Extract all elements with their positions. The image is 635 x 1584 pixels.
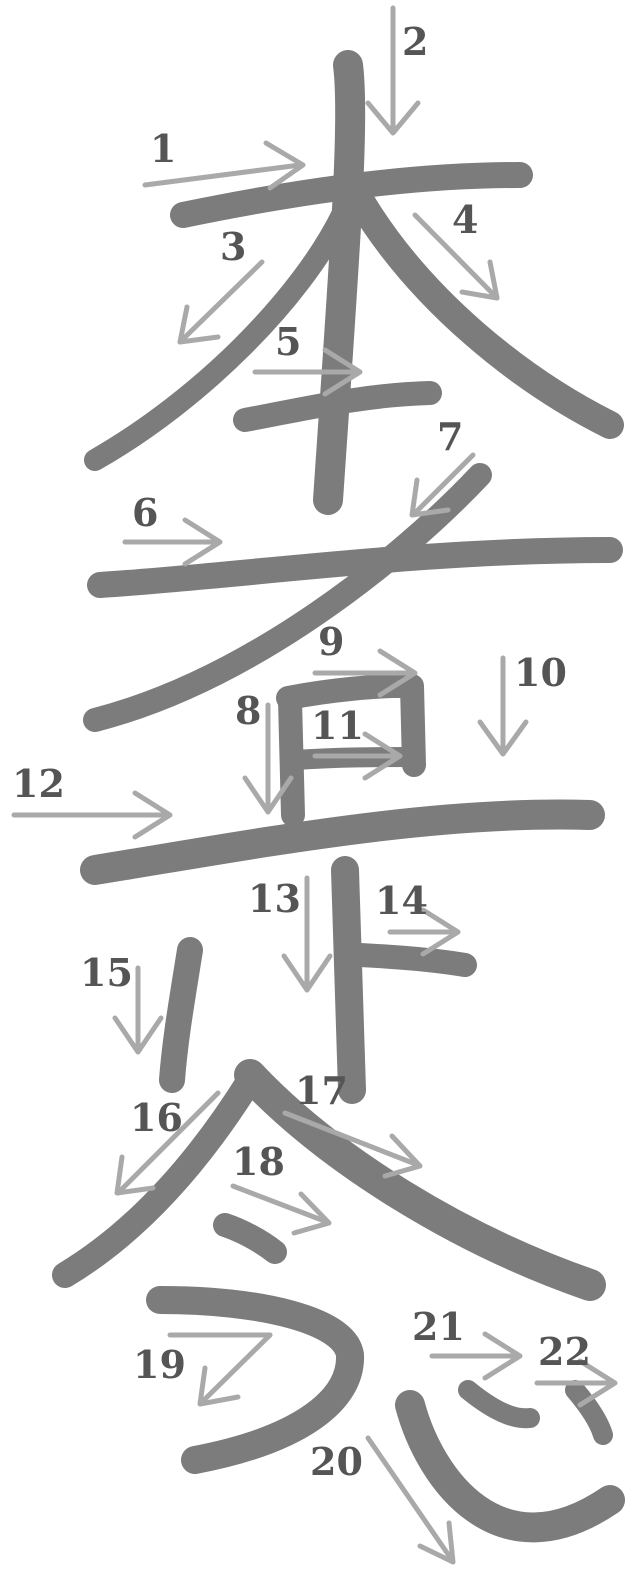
- number-7: 7: [437, 414, 463, 459]
- number-4: 4: [452, 197, 478, 242]
- stroke-18: [213, 1213, 287, 1264]
- arrow-8: [242, 702, 294, 815]
- arrow-16: [114, 1090, 221, 1196]
- stroke-5: [233, 381, 442, 432]
- number-10: 10: [514, 650, 567, 695]
- stroke-19: [146, 1286, 364, 1474]
- arrow-19: [167, 1332, 273, 1407]
- arrow-21: [429, 1331, 523, 1381]
- arrow-18: [230, 1183, 332, 1236]
- stroke-17: [234, 1059, 606, 1301]
- number-11: 11: [311, 703, 364, 748]
- number-2: 2: [402, 19, 428, 64]
- number-15: 15: [80, 950, 133, 995]
- arrow-12: [11, 790, 173, 840]
- stroke-9: [276, 673, 426, 777]
- number-6: 6: [132, 490, 158, 535]
- number-22: 22: [538, 1329, 591, 1374]
- number-12: 12: [12, 761, 65, 806]
- arrow-13: [281, 875, 333, 993]
- arrow-4: [412, 212, 500, 301]
- arrow-20: [365, 1435, 456, 1565]
- number-18: 18: [232, 1139, 285, 1184]
- arrow-15: [112, 965, 164, 1055]
- arrow-9: [312, 648, 418, 698]
- direction-arrows: [11, 5, 618, 1565]
- stroke-3: [84, 204, 353, 471]
- stroke-21: [458, 1380, 540, 1429]
- arrow-22: [534, 1358, 618, 1408]
- arrow-10: [477, 655, 529, 757]
- number-1: 1: [150, 126, 176, 171]
- number-9: 9: [318, 619, 344, 664]
- number-5: 5: [275, 319, 301, 364]
- stroke-15: [159, 937, 203, 1093]
- number-17: 17: [295, 1068, 348, 1113]
- arrow-7: [409, 452, 476, 518]
- stroke-13: [331, 856, 366, 1104]
- arrow-2: [365, 5, 421, 136]
- stroke-12: [80, 799, 605, 885]
- stroke-22: [565, 1380, 613, 1445]
- stroke-6: [87, 537, 623, 598]
- arrow-3: [177, 259, 265, 345]
- arrow-6: [122, 517, 223, 567]
- stroke-14: [348, 943, 477, 977]
- arrow-11: [312, 731, 403, 781]
- arrow-14: [387, 907, 461, 957]
- number-3: 3: [220, 224, 246, 269]
- arrow-1: [142, 140, 306, 191]
- arrow-17: [282, 1110, 423, 1179]
- stroke-20: [395, 1390, 625, 1543]
- number-19: 19: [133, 1342, 186, 1387]
- number-21: 21: [412, 1304, 465, 1349]
- number-13: 13: [248, 876, 301, 921]
- number-16: 16: [130, 1095, 183, 1140]
- number-8: 8: [235, 688, 261, 733]
- stroke-4: [346, 186, 624, 439]
- number-14: 14: [375, 878, 428, 923]
- arrow-5: [252, 347, 363, 397]
- number-20: 20: [310, 1439, 363, 1484]
- stroke-16: [52, 1067, 263, 1288]
- stroke-numbers: 1 2 3 4 5 6 7 8 9 10 11 12 13 14 15 16 1…: [12, 19, 591, 1484]
